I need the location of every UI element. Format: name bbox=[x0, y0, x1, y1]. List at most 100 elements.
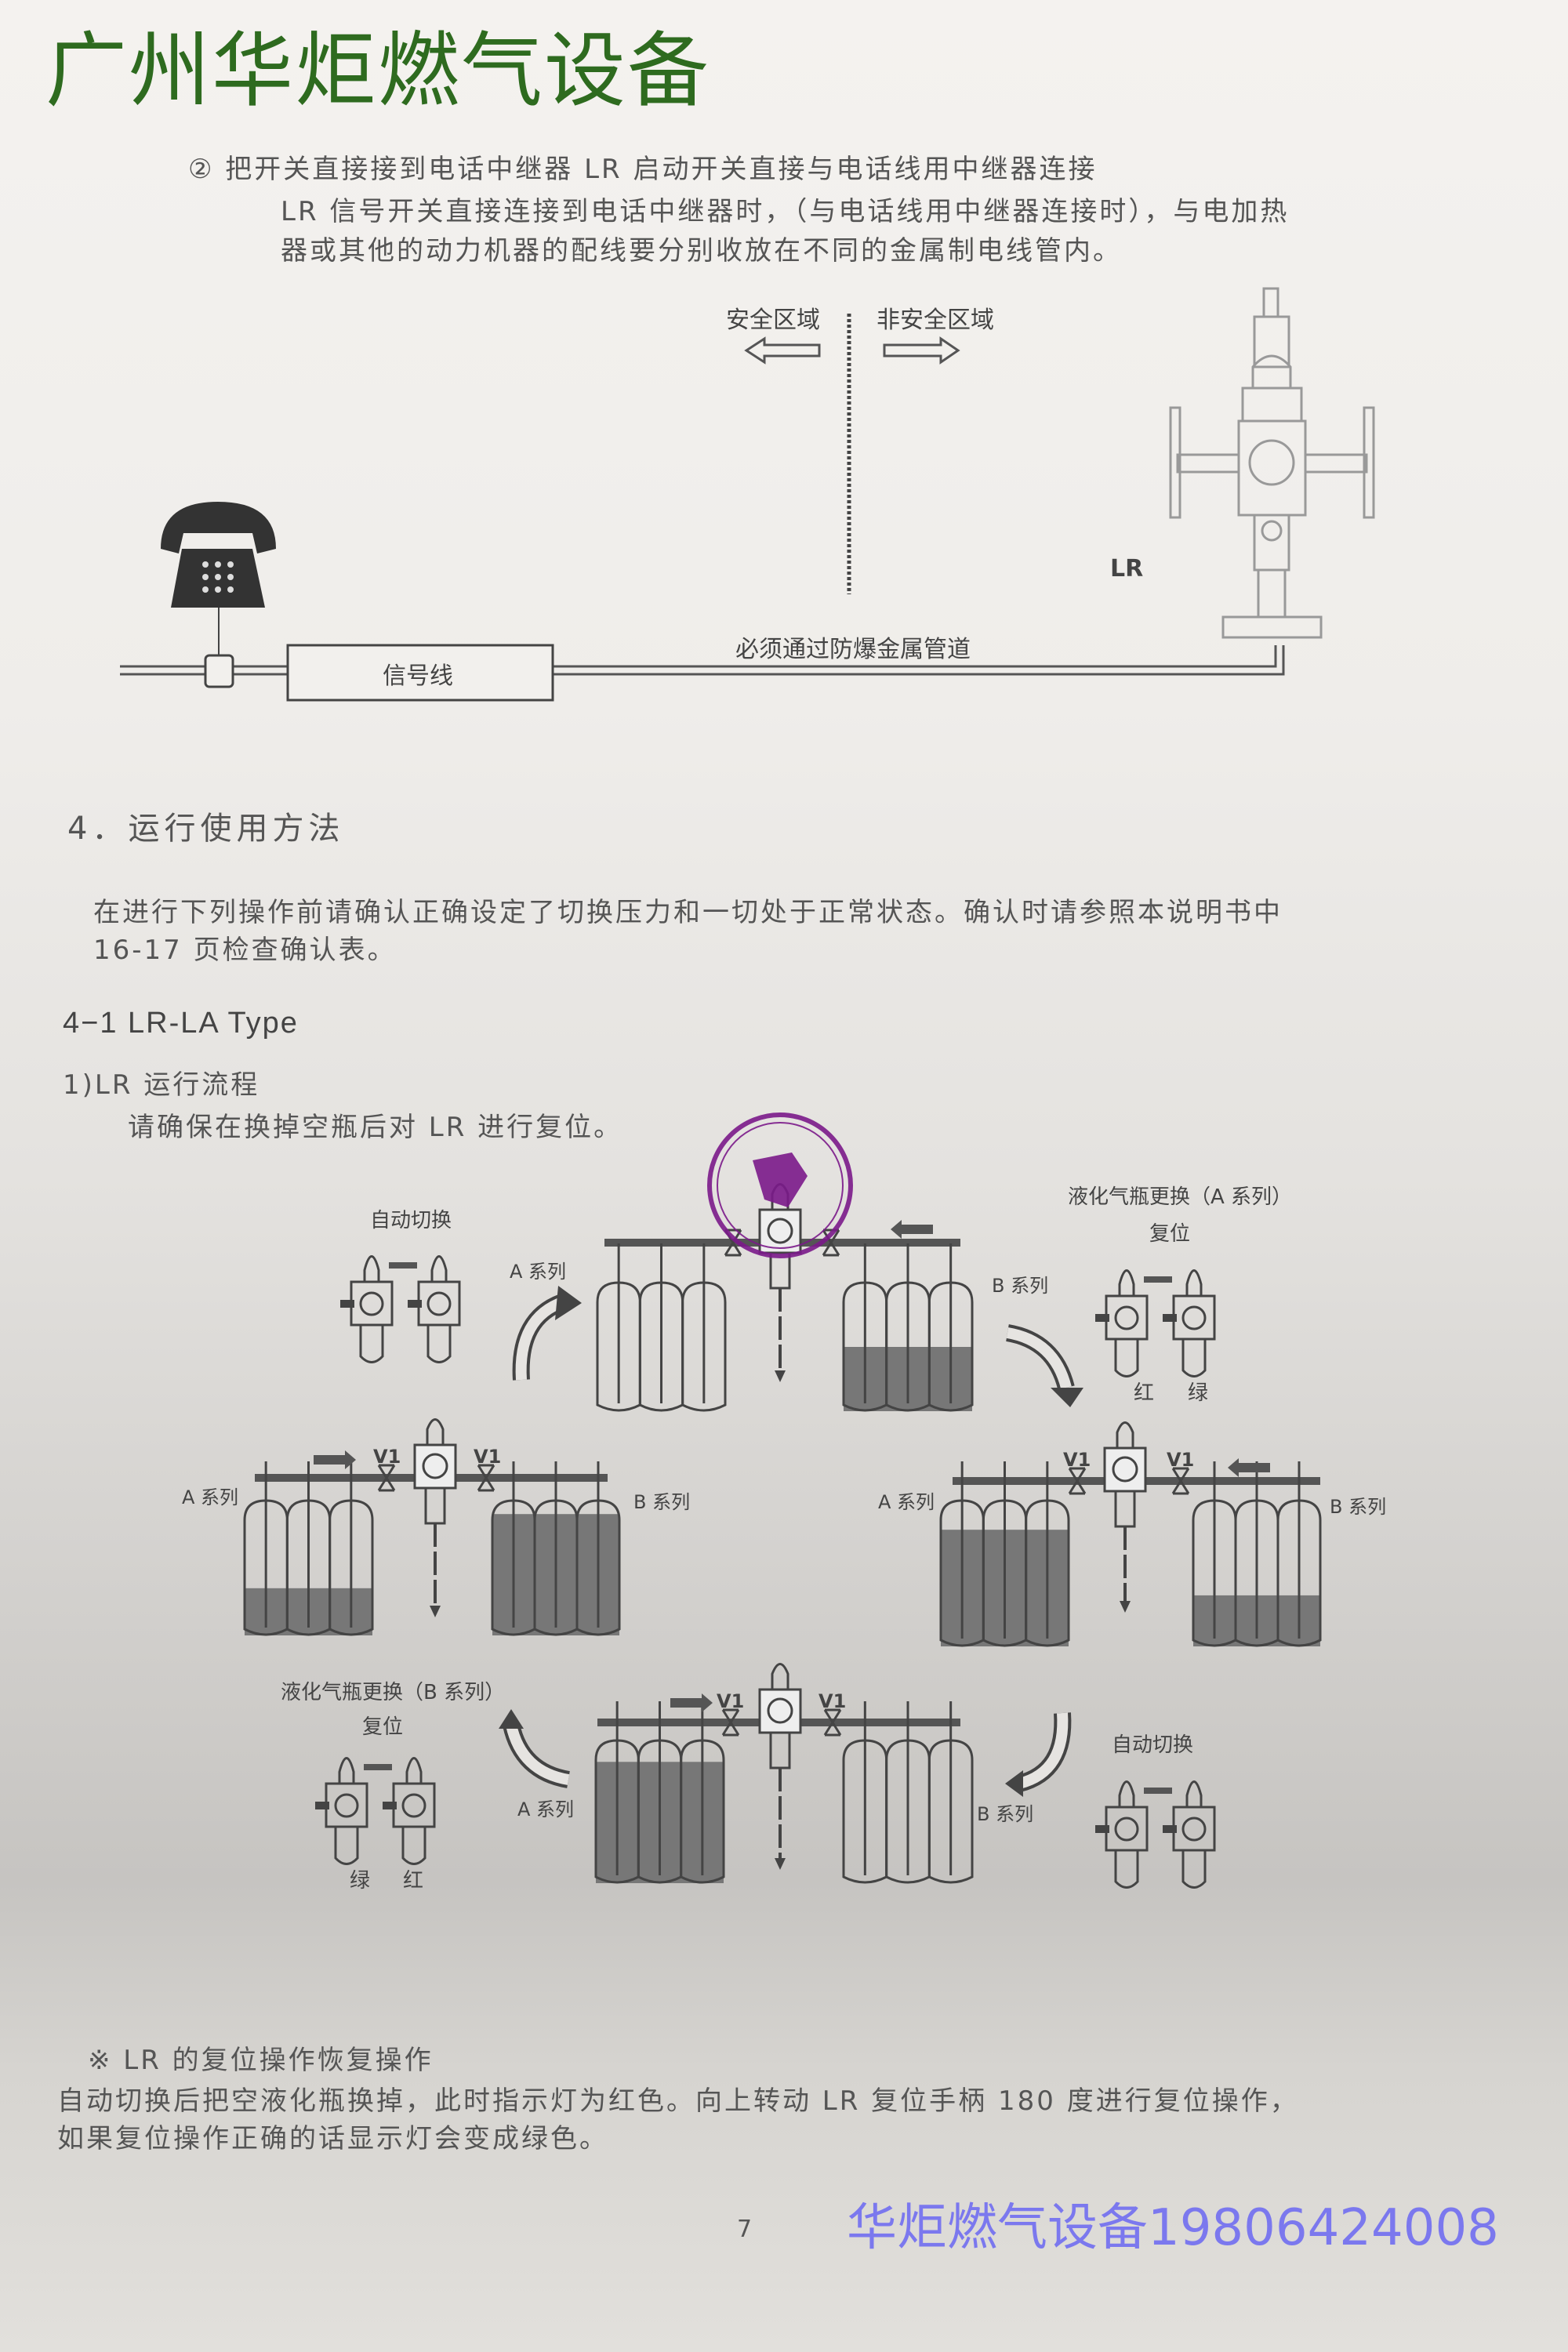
arrow-inner bbox=[1006, 1327, 1072, 1389]
pair-cap bbox=[1185, 1780, 1203, 1809]
mid-right-valve-2-label: V1 bbox=[1167, 1449, 1194, 1471]
bottom-valve-1-label: V1 bbox=[717, 1690, 744, 1712]
page-number: 7 bbox=[737, 2216, 753, 2243]
mid-left-valve-2-label: V1 bbox=[474, 1446, 501, 1468]
mid-right-regulator bbox=[1103, 1421, 1147, 1613]
top-cylinders-a bbox=[596, 1243, 727, 1412]
gas-cylinder bbox=[927, 1281, 974, 1412]
section-para-line-1: 在进行下列操作前请确认正确设定了切换压力和一切处于正常状态。确认时请参照本说明书… bbox=[93, 897, 1283, 928]
watermark-top: 广州华炬燃气设备 bbox=[45, 23, 711, 118]
gas-cylinder bbox=[575, 1499, 621, 1636]
conduit-note: 必须通过防爆金属管道 bbox=[735, 636, 971, 663]
mid-right-series-a-label: A 系列 bbox=[878, 1491, 935, 1513]
company-stamp bbox=[707, 1112, 853, 1258]
top-right-reset-label: 复位 bbox=[1149, 1222, 1190, 1246]
bottom-left-red-label: 红 bbox=[403, 1869, 423, 1893]
bottom-valve-2 bbox=[823, 1708, 842, 1737]
bottom-left-green-label: 绿 bbox=[350, 1869, 370, 1893]
regulator-cap bbox=[1116, 1421, 1134, 1450]
outlet-arrow-icon bbox=[1120, 1601, 1131, 1613]
mid-left-flow-arrow-icon bbox=[314, 1450, 356, 1469]
telephone-icon bbox=[161, 502, 276, 608]
pair-gauge bbox=[426, 1291, 452, 1316]
pair-cap bbox=[363, 1255, 380, 1283]
bottom-right-curved-arrowhead-icon bbox=[1005, 1770, 1023, 1797]
gas-cylinder bbox=[1192, 1499, 1237, 1647]
bottom-left-regulator-pair bbox=[315, 1757, 436, 1865]
mid-left-valve-1 bbox=[377, 1464, 396, 1492]
outlet-arrow-icon bbox=[775, 1370, 786, 1382]
mid-right-series-b-label: B 系列 bbox=[1330, 1496, 1386, 1518]
pair-cap bbox=[1118, 1269, 1135, 1298]
note-line-1: 自动切换后把空液化瓶换掉，此时指示灯为红色。向上转动 LR 复位手柄 180 度… bbox=[57, 2085, 1299, 2117]
pair-gauge bbox=[401, 1793, 426, 1818]
right-arrow-icon bbox=[883, 336, 960, 365]
signal-line-box bbox=[286, 644, 554, 702]
step-title: 1)LR 运行流程 bbox=[63, 1069, 260, 1101]
top-series-b-label: B 系列 bbox=[992, 1275, 1048, 1297]
top-right-curved-arrowhead-icon bbox=[1051, 1388, 1083, 1407]
bottom-left-reset-label: 复位 bbox=[362, 1715, 403, 1739]
pair-stem bbox=[1114, 1850, 1139, 1889]
pair-stem bbox=[1181, 1339, 1207, 1377]
mid-left-valve-2 bbox=[477, 1464, 495, 1492]
regulator-gauge bbox=[422, 1453, 448, 1479]
gas-cylinder bbox=[885, 1281, 931, 1412]
top-series-a-label: A 系列 bbox=[510, 1261, 566, 1283]
pair-gauge bbox=[1114, 1305, 1139, 1330]
regulator-stem bbox=[424, 1486, 446, 1525]
gas-cylinder bbox=[533, 1499, 579, 1636]
arrow-inner bbox=[1018, 1712, 1069, 1789]
pair-body bbox=[1105, 1294, 1149, 1341]
mid-right-cylinders-a bbox=[939, 1461, 1070, 1647]
regulator-body bbox=[413, 1443, 457, 1490]
top-left-auto-switch-label: 自动切换 bbox=[370, 1209, 452, 1232]
top-regulator bbox=[758, 1183, 802, 1382]
top-left-regulator-pair bbox=[340, 1255, 461, 1363]
gas-cylinder bbox=[680, 1739, 725, 1884]
sub-heading: 4−1 LR-LA Type bbox=[63, 1007, 299, 1040]
pair-stem bbox=[1181, 1850, 1207, 1889]
regulator-stem bbox=[1114, 1490, 1136, 1528]
left-arrow-icon bbox=[744, 336, 821, 365]
mid-right-valve-1-label: V1 bbox=[1063, 1449, 1091, 1471]
pair-handle bbox=[340, 1300, 354, 1308]
arrow-inner bbox=[515, 1296, 567, 1381]
regulator-body bbox=[758, 1208, 802, 1254]
regulator-cap bbox=[426, 1418, 445, 1446]
pair-gauge bbox=[359, 1291, 384, 1316]
pair-body bbox=[1172, 1806, 1216, 1852]
replace-b-label: 液化气瓶更换（B 系列） bbox=[281, 1681, 505, 1704]
top-valve-2 bbox=[822, 1229, 840, 1257]
top-left-curved-arrowhead-icon bbox=[555, 1286, 582, 1320]
gas-cylinder bbox=[596, 1281, 641, 1412]
unsafe-zone-label: 非安全区域 bbox=[877, 307, 994, 334]
top-right-red-label: 红 bbox=[1134, 1381, 1154, 1405]
pair-handle bbox=[315, 1802, 329, 1809]
replace-a-label: 液化气瓶更换（A 系列） bbox=[1068, 1185, 1292, 1209]
pair-stem bbox=[1114, 1339, 1139, 1377]
pair-handle bbox=[1163, 1314, 1177, 1322]
pair-body bbox=[350, 1280, 394, 1327]
bottom-regulator bbox=[758, 1663, 802, 1870]
gas-cylinder bbox=[637, 1739, 683, 1884]
pair-gauge bbox=[1181, 1305, 1207, 1330]
mid-right-valve-1 bbox=[1068, 1467, 1087, 1495]
mid-right-cylinders-b bbox=[1192, 1461, 1322, 1647]
regulator-stem bbox=[769, 1731, 791, 1769]
arrow-inner bbox=[506, 1723, 570, 1785]
watermark-bottom: 华炬燃气设备19806424008 bbox=[847, 2199, 1499, 2257]
pair-cap bbox=[1118, 1780, 1135, 1809]
gas-cylinder bbox=[1025, 1499, 1070, 1647]
regulator-gauge bbox=[767, 1218, 793, 1244]
signal-line-label: 信号线 bbox=[383, 662, 453, 690]
pair-body bbox=[417, 1280, 461, 1327]
gas-cylinder bbox=[982, 1499, 1028, 1647]
mid-left-series-b-label: B 系列 bbox=[633, 1491, 690, 1513]
bottom-flow-arrow-icon bbox=[670, 1693, 713, 1712]
bottom-valve-1 bbox=[721, 1708, 740, 1737]
gas-cylinder bbox=[842, 1739, 888, 1884]
gas-cylinder bbox=[638, 1281, 684, 1412]
